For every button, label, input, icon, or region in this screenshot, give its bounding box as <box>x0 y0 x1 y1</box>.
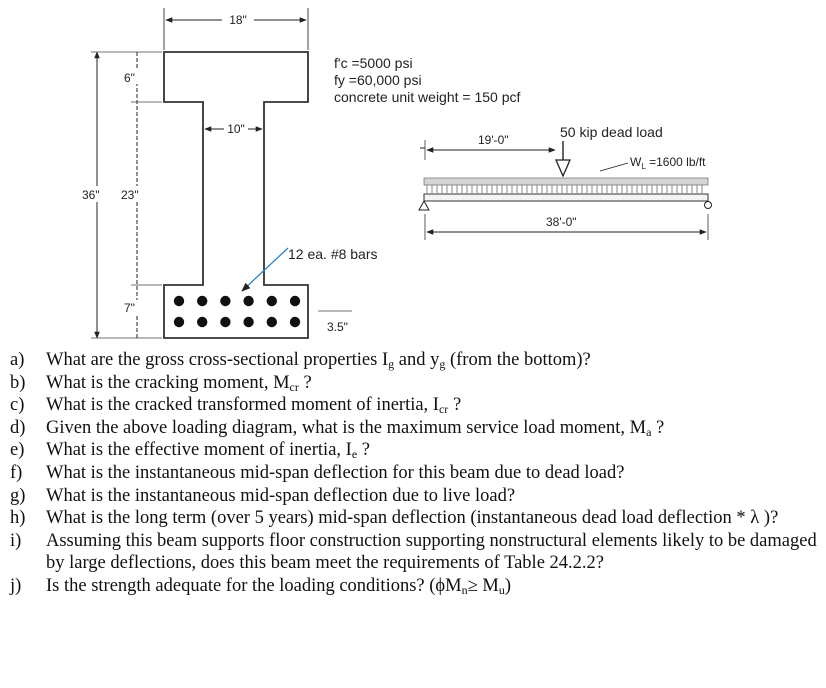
rebar-dot <box>173 295 185 307</box>
rebar-dot <box>266 295 277 307</box>
t-beam-section <box>163 51 309 339</box>
pin-support <box>418 199 430 211</box>
distributed-load-block <box>423 177 709 186</box>
question-e: e)What is the effective moment of inerti… <box>10 440 370 462</box>
question-c: c)What is the cracked transformed moment… <box>10 395 462 417</box>
problem-figure: 18" 10" 36" 6" 23" 7" 12 ea. #8 bars 3.5… <box>80 8 712 339</box>
dim-cover-label: 3.5" <box>327 320 348 334</box>
span-label: 38'-0" <box>546 215 577 229</box>
dim-bottom-label: 7" <box>124 301 135 315</box>
rebar-dot <box>173 316 185 328</box>
question-a: a)What are the gross cross-sectional pro… <box>10 350 591 371</box>
dim-flange-label: 6" <box>124 71 135 85</box>
question-h: h)What is the long term (over 5 years) m… <box>10 508 779 529</box>
rebar-group <box>173 295 301 328</box>
dim-web-label: 10" <box>227 122 245 136</box>
question-j: j)Is the strength adequate for the loadi… <box>10 575 512 597</box>
dim-top-label: 18" <box>229 13 247 27</box>
rebar-dot <box>197 295 208 307</box>
question-g: g)What is the instantaneous mid-span def… <box>10 485 516 506</box>
rebar-dot <box>220 295 231 307</box>
rebar-dot <box>243 295 254 307</box>
rebar-dot <box>220 316 231 328</box>
half-span-label: 19'-0" <box>478 133 509 147</box>
rebar-dot <box>289 316 301 328</box>
question-b: b)What is the cracking moment, Mcr ? <box>10 372 312 394</box>
dim-total-label: 36" <box>82 188 100 202</box>
beam-member <box>423 193 709 202</box>
point-load-label: 50 kip dead load <box>560 124 663 140</box>
fy-text: fy =60,000 psi <box>334 72 422 88</box>
unit-weight-text: concrete unit weight = 150 pcf <box>334 89 521 105</box>
rebar-dot <box>243 316 254 328</box>
fc-text: f'c =5000 psi <box>334 55 413 71</box>
question-d: d)Given the above loading diagram, what … <box>10 417 665 439</box>
questions-list: a)What are the gross cross-sectional pro… <box>10 349 820 598</box>
rebar-dot <box>197 316 208 328</box>
question-i: i)Assuming this beam supports floor cons… <box>10 530 817 574</box>
roller-support <box>704 201 712 209</box>
rebar-label: 12 ea. #8 bars <box>288 246 378 262</box>
question-f: f)What is the instantaneous mid-span def… <box>10 462 625 483</box>
point-load-arrow <box>555 159 571 178</box>
udl-arrows <box>426 185 703 193</box>
rebar-dot <box>266 316 277 328</box>
distributed-load-label: WL =1600 lb/ft <box>630 155 706 171</box>
dim-mid-label: 23" <box>121 188 139 202</box>
rebar-dot <box>289 295 301 307</box>
